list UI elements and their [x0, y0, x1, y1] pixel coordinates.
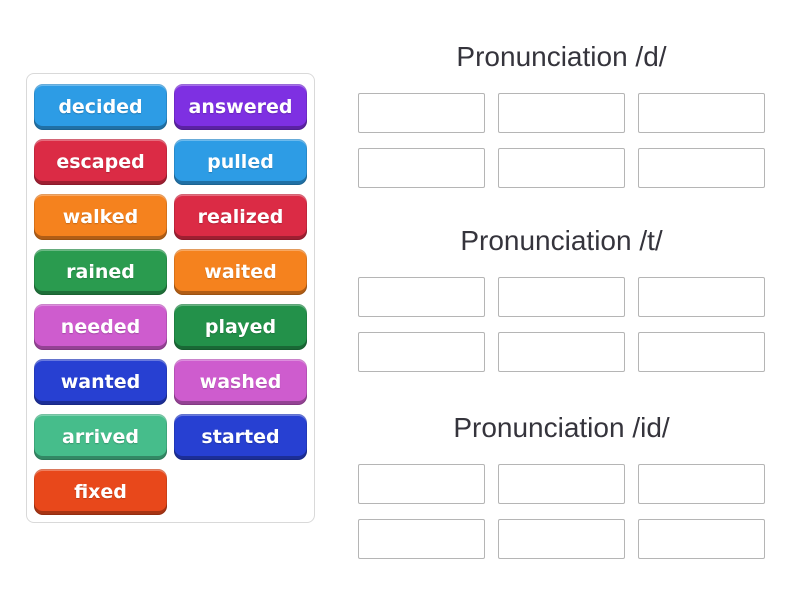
word-tile-played[interactable]: played — [174, 304, 307, 350]
word-tile-rained[interactable]: rained — [34, 249, 167, 295]
group-pronunciation-id: Pronunciation /id/ — [358, 411, 765, 559]
drop-slot[interactable] — [638, 277, 765, 317]
word-tile-escaped[interactable]: escaped — [34, 139, 167, 185]
group-pronunciation-t: Pronunciation /t/ — [358, 224, 765, 372]
drop-slot[interactable] — [638, 519, 765, 559]
group-title: Pronunciation /id/ — [453, 412, 670, 443]
drop-slot[interactable] — [498, 332, 625, 372]
word-tile-walked[interactable]: walked — [34, 194, 167, 240]
slot-grid — [358, 93, 765, 188]
groups-column: Pronunciation /d/ Pronunciation /t/ Pron… — [358, 0, 765, 600]
drop-slot[interactable] — [498, 148, 625, 188]
drop-slot[interactable] — [638, 332, 765, 372]
word-tile-waited[interactable]: waited — [174, 249, 307, 295]
word-tile-wanted[interactable]: wanted — [34, 359, 167, 405]
word-tile-needed[interactable]: needed — [34, 304, 167, 350]
word-tile-realized[interactable]: realized — [174, 194, 307, 240]
drop-slot[interactable] — [358, 93, 485, 133]
word-tile-washed[interactable]: washed — [174, 359, 307, 405]
word-tile-answered[interactable]: answered — [174, 84, 307, 130]
drop-slot[interactable] — [358, 148, 485, 188]
group-pronunciation-d: Pronunciation /d/ — [358, 40, 765, 188]
drop-slot[interactable] — [638, 148, 765, 188]
word-tile-decided[interactable]: decided — [34, 84, 167, 130]
drop-slot[interactable] — [498, 464, 625, 504]
word-tile-arrived[interactable]: arrived — [34, 414, 167, 460]
drop-slot[interactable] — [638, 93, 765, 133]
drop-slot[interactable] — [358, 277, 485, 317]
drop-slot[interactable] — [498, 277, 625, 317]
word-tile-started[interactable]: started — [174, 414, 307, 460]
word-tile-fixed[interactable]: fixed — [34, 469, 167, 515]
group-title: Pronunciation /t/ — [460, 225, 663, 256]
slot-grid — [358, 277, 765, 372]
word-tile-pulled[interactable]: pulled — [174, 139, 307, 185]
drop-slot[interactable] — [358, 464, 485, 504]
drop-slot[interactable] — [358, 332, 485, 372]
drop-slot[interactable] — [498, 519, 625, 559]
drop-slot[interactable] — [358, 519, 485, 559]
slot-grid — [358, 464, 765, 559]
group-title: Pronunciation /d/ — [456, 41, 667, 72]
drop-slot[interactable] — [638, 464, 765, 504]
drop-slot[interactable] — [498, 93, 625, 133]
